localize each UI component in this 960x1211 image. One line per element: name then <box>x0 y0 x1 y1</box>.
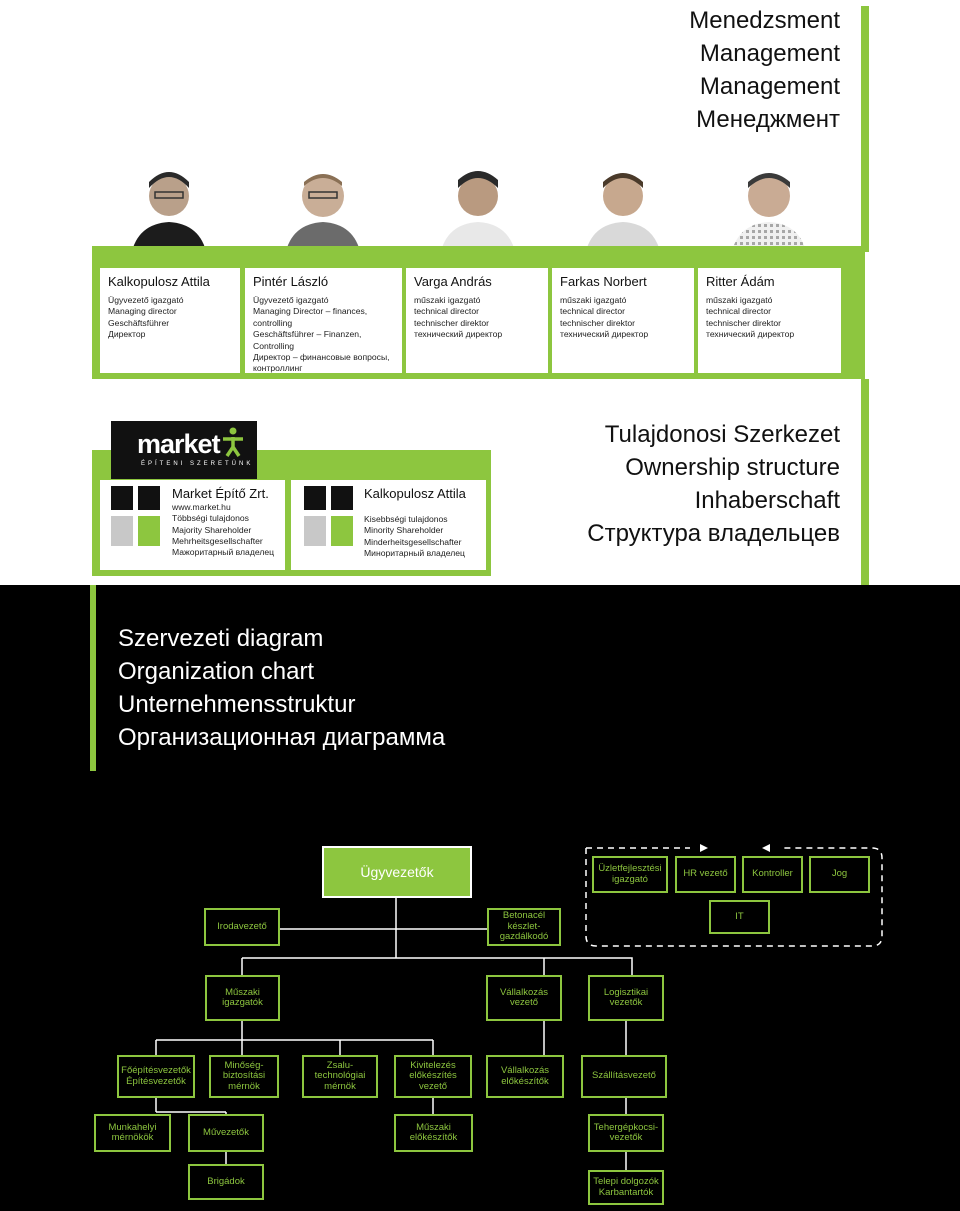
node-logisztikai: Logisztikai vezetők <box>588 975 664 1021</box>
management-title-hu: Menedzsment <box>689 7 840 34</box>
person-role-line: Managing director <box>108 306 177 317</box>
owner-name: Kalkopulosz Attila <box>364 486 466 501</box>
majority-share-bar <box>111 486 133 546</box>
owner-role-line: Minderheitsgesellschafter <box>364 536 462 547</box>
person-role-line: Ügyvezető igazgató <box>253 295 329 305</box>
person-role-line: Директор – финансовые вопросы, <box>253 352 390 363</box>
node-muvezetok: Művezetők <box>188 1114 264 1152</box>
minority-share-bar-fill <box>331 486 353 546</box>
person-role-line: műszaki igazgató <box>560 295 627 305</box>
owner-info-market: Market Építő Zrt. www.market.hu Többségi… <box>172 486 284 558</box>
node-muszaki-igazgatok: Műszaki igazgatók <box>205 975 280 1021</box>
person-role-line: Managing Director – finances, <box>253 306 368 317</box>
person-photo-varga <box>437 158 519 262</box>
person-name: Pintér László <box>253 274 329 289</box>
person-role-line: műszaki igazgató <box>414 295 481 305</box>
person-role-line: технический директор <box>560 329 649 340</box>
logo-subtitle: ÉPÍTENI SZERETÜNK <box>141 461 254 467</box>
person-card-ritter: Ritter Ádám műszaki igazgató technical d… <box>698 268 841 373</box>
node-jog: Jog <box>809 856 870 893</box>
person-name: Kalkopulosz Attila <box>108 274 210 289</box>
node-brigadok: Brigádok <box>188 1164 264 1200</box>
logo-figure-icon <box>223 427 243 457</box>
person-card-farkas: Farkas Norbert műszaki igazgató technica… <box>552 268 694 373</box>
logo-word: market <box>137 429 221 459</box>
node-vallalkozas-vezeto: Vállalkozás vezető <box>486 975 562 1021</box>
person-role-line: Geschäftsführer <box>108 317 170 328</box>
owner-role-line: Majority Shareholder <box>172 524 252 535</box>
person-role-line: технический директор <box>414 329 503 340</box>
management-divider-line <box>861 6 869 252</box>
node-zsalu: Zsalu-technológiai mérnök <box>302 1055 378 1098</box>
org-title-de: Unternehmensstruktur <box>118 691 356 718</box>
person-role-line: műszaki igazgató <box>706 295 773 305</box>
ownership-title-ru: Структура владельцев <box>587 520 840 547</box>
org-chart-title: Szervezeti diagram Organization chart Un… <box>118 622 445 754</box>
node-tehergepkocsi: Tehergépkocsi-vezetők <box>588 1114 664 1152</box>
org-title-ru: Организационная диаграмма <box>118 724 446 751</box>
majority-share-bar-fill <box>138 486 160 546</box>
person-role-line: technischer direktor <box>560 317 635 328</box>
node-uzletfejlesztesi: Üzletfejlesztési igazgató <box>592 856 668 893</box>
node-szallitasvezeto: Szállításvezető <box>581 1055 667 1098</box>
management-title-ru: Менеджмент <box>696 106 840 133</box>
owner-name: Market Építő Zrt. <box>172 486 269 501</box>
person-role-line: technical director <box>414 306 479 317</box>
node-vallalkozas-elokeszitok: Vállalkozás előkészítők <box>486 1055 564 1098</box>
owner-role-line: Миноритарный владелец <box>364 547 465 558</box>
org-title-hu: Szervezeti diagram <box>118 625 324 652</box>
ownership-divider-line <box>861 379 869 585</box>
person-photo-farkas <box>582 158 664 262</box>
ownership-title-de: Inhaberschaft <box>694 487 840 514</box>
person-role-line: Controlling <box>253 340 295 351</box>
person-card-varga: Varga András műszaki igazgató technical … <box>406 268 548 373</box>
node-irodavezeto: Irodavezető <box>204 908 280 946</box>
owner-role-line: Minority Shareholder <box>364 525 444 536</box>
node-kontroller: Kontroller <box>742 856 803 893</box>
owner-role-line: Mehrheitsgesellschafter <box>172 535 263 546</box>
minority-share-bar <box>304 486 326 546</box>
person-role-line: Geschäftsführer – Finanzen, <box>253 329 362 340</box>
org-divider-line <box>90 585 96 771</box>
node-telepi: Telepi dolgozók Karbantartók <box>588 1170 664 1205</box>
management-title: Menedzsment Management Management Менедж… <box>440 4 840 136</box>
person-name: Farkas Norbert <box>560 274 647 289</box>
node-kivitelezes: Kivitelezés előkészítés vezető <box>394 1055 472 1098</box>
node-munkahelyi: Munkahelyi mérnökök <box>94 1114 171 1152</box>
node-foepitesvezetok: Főépítésvezetők Építésvezetők <box>117 1055 195 1098</box>
market-logo: market ÉPÍTENI SZERETÜNK <box>111 421 257 479</box>
org-chart-section <box>0 585 960 1211</box>
person-role-line: технический директор <box>706 329 795 340</box>
owner-info-kalkopulosz: Kalkopulosz Attila Kisebbségi tulajdonos… <box>364 486 484 559</box>
person-role-line: controlling <box>253 317 293 328</box>
person-role-line: technischer direktor <box>414 317 489 328</box>
person-role-line: контроллинг <box>253 363 303 374</box>
node-betonacel: Betonacél készlet-gazdálkodó <box>487 908 561 946</box>
person-role-line: Директор <box>108 329 146 340</box>
person-name: Varga András <box>414 274 492 289</box>
person-role-line: technischer direktor <box>706 317 781 328</box>
person-role-line: Ügyvezető igazgató <box>108 295 184 305</box>
owner-role-line: Мажоритарный владелец <box>172 547 275 558</box>
ownership-title-hu: Tulajdonosi Szerkezet <box>604 421 840 448</box>
ownership-title-en: Ownership structure <box>625 454 840 481</box>
owner-role-line: Többségi tulajdonos <box>172 513 249 524</box>
person-role-line: technical director <box>560 306 625 317</box>
owner-role-line: Kisebbségi tulajdonos <box>364 514 448 524</box>
node-hr: HR vezető <box>675 856 736 893</box>
ownership-title: Tulajdonosi Szerkezet Ownership structur… <box>480 418 840 550</box>
node-minoseg: Minőség-biztosítási mérnök <box>209 1055 279 1098</box>
person-card-kalkopulosz: Kalkopulosz Attila Ügyvezető igazgató Ma… <box>100 268 240 373</box>
org-title-en: Organization chart <box>118 658 315 685</box>
owner-website-link[interactable]: www.market.hu <box>172 502 231 512</box>
management-title-en: Management <box>699 40 840 67</box>
node-ugyvezetok: Ügyvezetők <box>322 846 472 898</box>
person-card-pinter: Pintér László Ügyvezető igazgató Managin… <box>245 268 402 373</box>
person-role-line: technical director <box>706 306 771 317</box>
node-it: IT <box>709 900 770 934</box>
management-title-de: Management <box>699 73 840 100</box>
node-muszaki-elokeszitok: Műszaki előkészítők <box>394 1114 473 1152</box>
person-name: Ritter Ádám <box>706 274 775 289</box>
